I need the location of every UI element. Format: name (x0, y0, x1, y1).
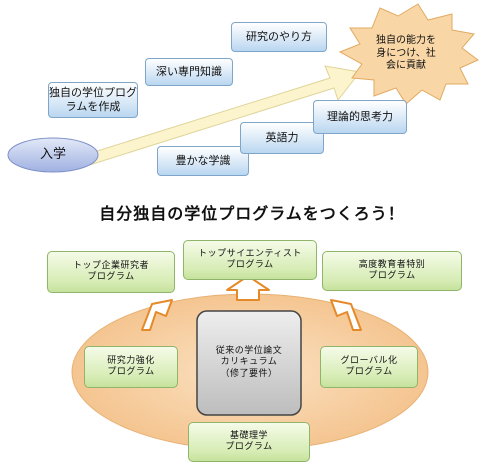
step-logical-thinking: 理論的思考力 (313, 100, 407, 134)
program-top-industry-researcher: トップ企業研究者 プログラム (47, 251, 175, 293)
step-degree-program: 独自の学位プログ ラムを作成 (48, 82, 138, 118)
step-broad-knowledge: 豊かな学識 (157, 146, 249, 176)
core-box (196, 310, 302, 416)
program-globalization: グローバル化 プログラム (320, 346, 418, 388)
goal-burst (338, 3, 479, 105)
program-top-scientist: トップサイエンティスト プログラム (183, 240, 317, 280)
step-english: 英語力 (240, 122, 324, 154)
core-curriculum-label: 従来の学位論文 カリキュラム （修了要件） (215, 346, 283, 379)
progress-arrow (74, 65, 361, 169)
arrow-right-up (330, 299, 362, 331)
step-deep-expertise: 深い専門知識 (145, 58, 233, 86)
goal-label: 独自の能力を 身につけ、社 会に貢献 (376, 35, 436, 72)
program-research-strengthening: 研究力強化 プログラム (84, 346, 178, 388)
step-research-methods: 研究のやり方 (231, 22, 327, 52)
arrow-center-up (226, 275, 270, 301)
entry-oval (7, 137, 99, 173)
arrow-left-up (141, 299, 173, 331)
program-advanced-educator: 高度教育者特別 プログラム (322, 251, 462, 291)
main-heading: 自分独自の学位プログラムをつくろう！ (99, 204, 405, 223)
program-basic-science: 基礎理学 プログラム (188, 422, 310, 462)
entry-label: 入学 (39, 146, 66, 162)
